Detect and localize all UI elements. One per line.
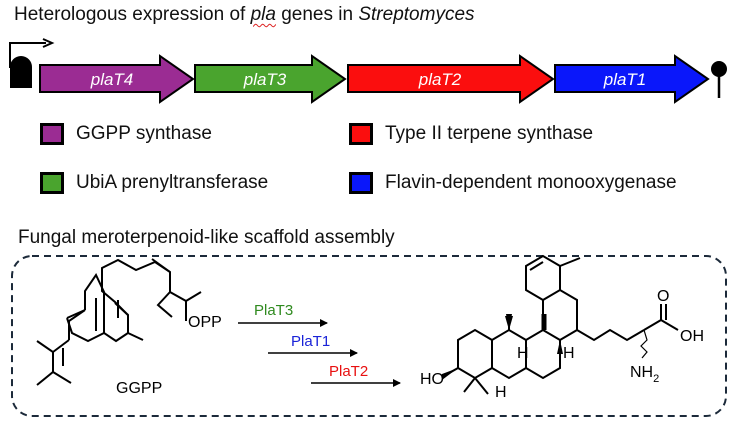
- legend-swatch-monooxygenase: [349, 172, 373, 194]
- legend-label-ggpp-synthase: GGPP synthase: [76, 123, 212, 144]
- legend-item-monooxygenase: Flavin-dependent monooxygenase: [349, 169, 677, 197]
- product-label-h3: H: [495, 384, 507, 401]
- terminator-icon: [711, 61, 727, 98]
- reaction-arrows: [238, 319, 401, 387]
- gene-arrow-plat3-shape: [194, 54, 347, 104]
- title-organism: Streptomyces: [358, 4, 475, 25]
- product-label-nh-subscript: 2: [653, 373, 659, 385]
- gene-arrow-plat2: plaT2: [347, 54, 555, 104]
- gene-arrow-plat1: plaT1: [554, 54, 710, 104]
- gene-label-plat2: plaT2: [418, 70, 462, 89]
- legend-item-ubia: UbiA prenyltransferase: [40, 169, 268, 197]
- legend-label-monooxygenase: Flavin-dependent monooxygenase: [385, 172, 677, 193]
- legend-item-ggpp-synthase: GGPP synthase: [40, 120, 212, 148]
- product-label-o: O: [657, 288, 669, 305]
- step-label-plat3: PlaT3: [254, 302, 293, 319]
- ggpp-label: GGPP: [116, 380, 162, 397]
- legend-swatch-terpene-synthase: [349, 123, 373, 145]
- product-structure: [441, 254, 679, 395]
- figure-title: Heterologous expression of pla genes in …: [14, 4, 475, 26]
- step-label-plat2: PlaT2: [329, 363, 368, 380]
- legend-swatch-ggpp-synthase: [40, 123, 64, 145]
- legend-item-terpene-synthase: Type II terpene synthase: [349, 120, 593, 148]
- product-stereo-bonds: [442, 314, 563, 380]
- scheme-box: [11, 255, 727, 417]
- ggpp-structure: [36, 258, 202, 386]
- gene-label-plat1: plaT1: [603, 70, 647, 89]
- promoter-icon: [9, 38, 55, 88]
- product-label-h1: H: [517, 345, 529, 362]
- product-label-nh: NH2: [630, 364, 659, 385]
- gene-arrow-plat1-shape: [554, 54, 710, 104]
- section-title: Fungal meroterpenoid-like scaffold assem…: [18, 227, 395, 248]
- legend-label-terpene-synthase: Type II terpene synthase: [385, 123, 594, 144]
- title-prefix: Heterologous expression of: [14, 4, 251, 25]
- ggpp-opp-label: OPP: [188, 314, 222, 331]
- step-label-plat1: PlaT1: [291, 333, 330, 350]
- gene-arrow-plat3: plaT3: [194, 54, 347, 104]
- gene-arrow-plat2-shape: [347, 54, 555, 104]
- gene-arrow-plat4-shape: [39, 54, 195, 104]
- product-label-h2: H: [563, 345, 575, 362]
- product-label-ho: HO: [420, 371, 444, 388]
- product-label-nh-text: NH: [630, 364, 653, 381]
- gene-label-plat4: plaT4: [90, 70, 134, 89]
- legend-label-ubia: UbiA prenyltransferase: [76, 172, 269, 193]
- title-middle: genes in: [275, 4, 359, 25]
- gene-arrow-plat4: plaT4: [39, 54, 195, 104]
- gene-label-plat3: plaT3: [243, 70, 287, 89]
- product-label-oh: OH: [680, 328, 704, 345]
- title-gene: pla: [250, 4, 276, 25]
- legend-swatch-ubia: [40, 172, 64, 194]
